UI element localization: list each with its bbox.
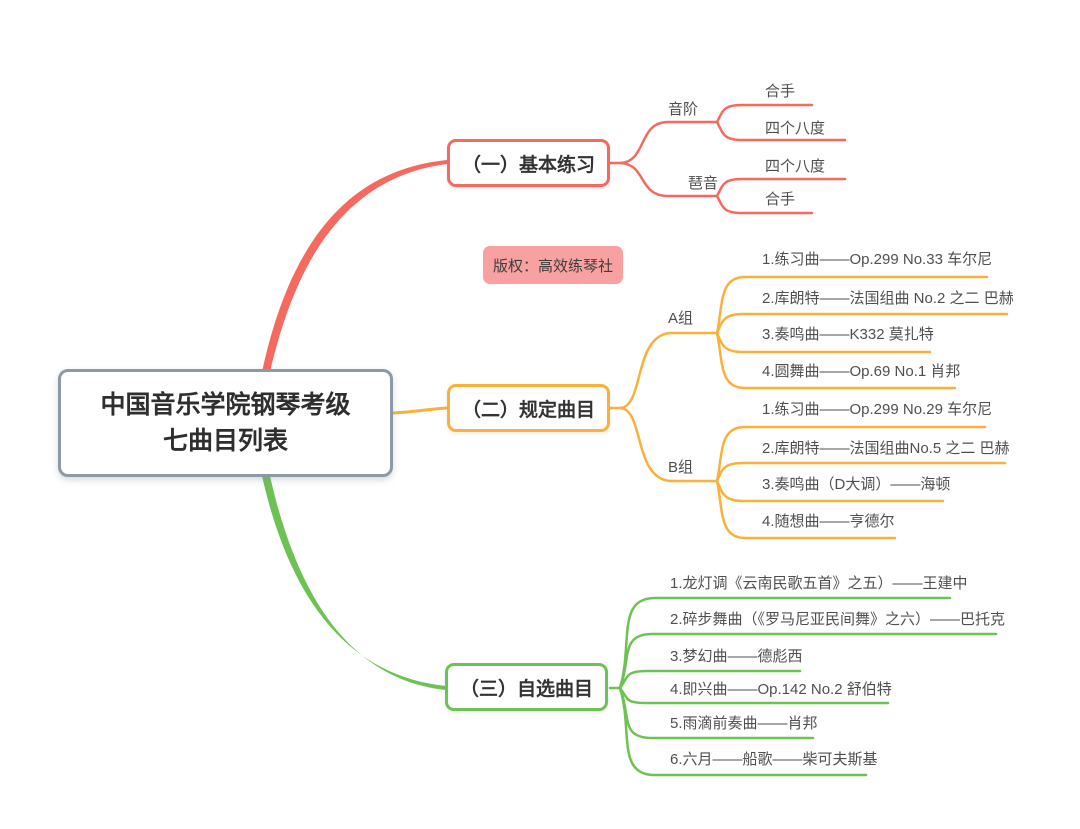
branch3-node[interactable]: （三）自选曲目 [445,663,608,711]
leaf-item[interactable]: 1.练习曲——Op.299 No.33 车尔尼 [762,251,993,268]
group-label-b[interactable]: B组 [668,459,694,476]
root-title-line1: 中国音乐学院钢琴考级 [100,391,351,419]
leaf-item[interactable]: 2.库朗特——法国组曲 No.2 之二 巴赫 [762,290,1014,307]
leaf-item[interactable]: 4.圆舞曲——Op.69 No.1 肖邦 [762,363,961,380]
group-label-scale[interactable]: 音阶 [668,101,699,118]
leaf-item[interactable]: 3.奏鸣曲——K332 莫扎特 [762,326,934,343]
group-label-arpeggio[interactable]: 琶音 [688,175,719,192]
root-title-line2: 七曲目列表 [162,427,288,455]
watermark-badge: 版权：高效练琴社 [483,246,623,284]
root-node[interactable]: 中国音乐学院钢琴考级 七曲目列表 [58,369,393,477]
leaf-item[interactable]: 2.碎步舞曲（《罗马尼亚民间舞》之六）——巴托克 [670,611,1006,628]
branch3-node-label: （三）自选曲目 [459,678,593,700]
branch1-node-label: （一）基本练习 [461,154,595,176]
leaf-item[interactable]: 5.雨滴前奏曲——肖邦 [670,715,818,732]
leaf-item[interactable]: 合手 [765,83,796,100]
branch1-connectors [262,103,847,372]
leaf-item[interactable]: 合手 [765,191,796,208]
leaf-item[interactable]: 1.龙灯调《云南民歌五首》之五）——王建中 [670,575,968,592]
leaf-item[interactable]: 6.六月——船歌——柴可夫斯基 [670,751,878,768]
watermark-text: 版权：高效练琴社 [492,257,613,275]
branch2-connectors [391,275,1009,540]
leaf-item[interactable]: 1.练习曲——Op.299 No.29 车尔尼 [762,401,993,418]
leaf-item[interactable]: 4.随想曲——亨德尔 [762,513,895,530]
leaf-item[interactable]: 四个八度 [765,158,826,175]
leaf-item[interactable]: 四个八度 [765,120,826,137]
leaf-item[interactable]: 3.梦幻曲——德彪西 [670,648,803,665]
branch2-node-label: （二）规定曲目 [461,399,595,421]
branch1-node[interactable]: （一）基本练习 [447,139,610,187]
branch2-node[interactable]: （二）规定曲目 [447,384,610,432]
leaf-item[interactable]: 3.奏鸣曲（D大调）——海顿 [762,476,951,493]
branch3-connectors [262,476,998,777]
group-label-a[interactable]: A组 [668,310,694,327]
leaf-item[interactable]: 2.库朗特——法国组曲No.5 之二 巴赫 [762,440,1010,457]
leaf-item[interactable]: 4.即兴曲——Op.142 No.2 舒伯特 [670,681,892,698]
